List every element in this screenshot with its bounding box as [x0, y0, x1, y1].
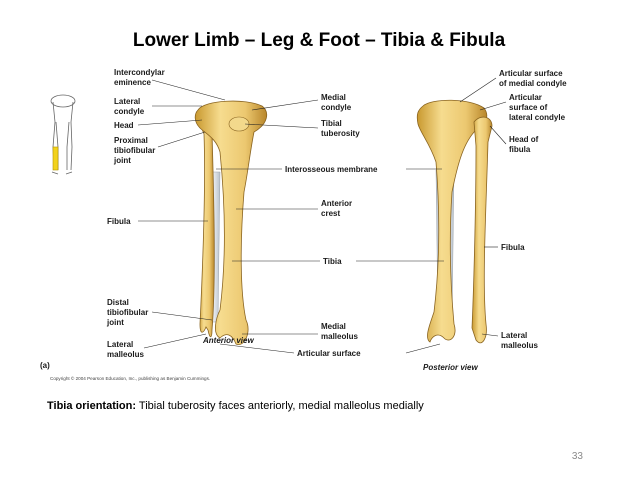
highlighted-leg-bones	[52, 146, 59, 171]
leader-distal-joint	[151, 311, 213, 321]
posterior-fibula	[471, 116, 493, 344]
leader-head-of-fibula	[489, 125, 507, 145]
caption-bold: Tibia orientation:	[47, 400, 137, 412]
label-head-left: Head	[114, 121, 134, 130]
caption-text: Tibial tuberosity faces anteriorly, medi…	[136, 400, 424, 412]
anterior-view-caption: Anterior view	[202, 336, 254, 345]
leader-articular-surface-b	[405, 343, 441, 354]
leader-medial-condyle-surface	[459, 77, 497, 103]
anterior-fibula	[197, 115, 215, 338]
copyright-notice: Copyright © 2004 Pearson Education, Inc.…	[50, 375, 210, 381]
leader-medial-condyle	[251, 99, 319, 111]
leader-proximal-joint	[157, 131, 206, 148]
page-number: 33	[571, 451, 583, 462]
caption: Tibia orientation: Tibial tuberosity fac…	[47, 400, 424, 412]
leader-lateral-malleolus-right	[481, 333, 499, 337]
panel-letter: (a)	[40, 361, 50, 370]
label-fibula-left: Fibula	[107, 217, 131, 226]
leader-lines	[137, 77, 507, 354]
label-interosseous-membrane: Interosseous membrane	[285, 165, 378, 174]
label-fibula-right: Fibula	[501, 243, 525, 252]
posterior-view-bones	[416, 99, 493, 344]
slide-title: Lower Limb – Leg & Foot – Tibia & Fibula	[132, 30, 506, 51]
leader-intercondylar-eminence	[151, 79, 226, 101]
posterior-view-caption: Posterior view	[423, 363, 478, 372]
label-articular-surface: Articular surface	[297, 349, 361, 358]
anterior-tibia	[194, 100, 268, 346]
label-tibia: Tibia	[323, 257, 342, 266]
anterior-view-bones	[194, 100, 268, 346]
leader-articular-surface-a	[219, 343, 295, 354]
leader-lateral-condyle-surface	[479, 101, 507, 111]
leader-tibial-tuberosity	[244, 123, 319, 129]
leader-lateral-malleolus-left	[143, 333, 207, 349]
leader-head	[137, 119, 203, 126]
